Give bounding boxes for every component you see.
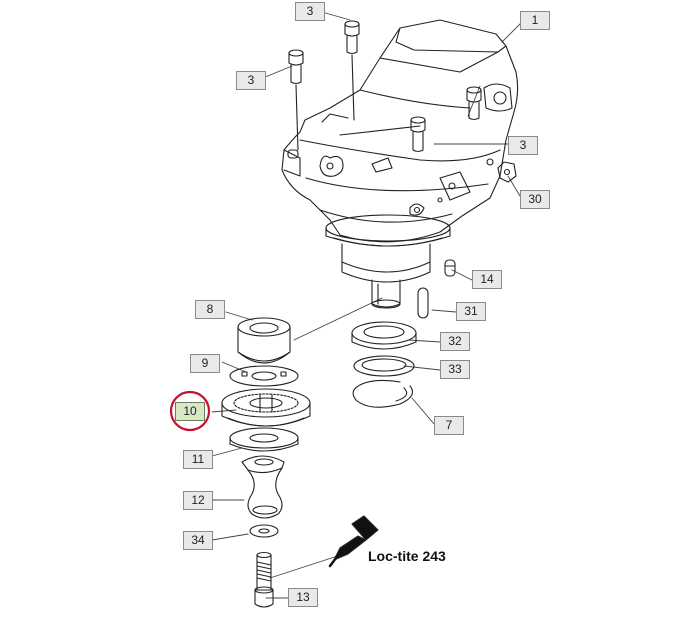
- callout-label: 30: [520, 190, 550, 209]
- callout-label: 12: [183, 491, 213, 510]
- callout-label: 3: [236, 71, 266, 90]
- callout-label: 33: [440, 360, 470, 379]
- housing-neck: [341, 243, 431, 283]
- cap-part-8: [237, 317, 291, 364]
- gasket-part-9: [229, 365, 299, 387]
- housing-body: [281, 19, 519, 243]
- callout-label: 11: [183, 450, 213, 469]
- leader-lines: [211, 11, 523, 599]
- screw-part-13: [254, 551, 274, 608]
- detent-plate-part-10: [221, 388, 311, 427]
- callout-label: 3: [508, 136, 538, 155]
- callout-label: 9: [190, 354, 220, 373]
- highlight-ring: [169, 390, 211, 432]
- plug-part-30: [497, 161, 517, 183]
- bolt-top-left: [288, 49, 304, 151]
- callout-label: 31: [456, 302, 486, 321]
- seal-part-32: [351, 321, 417, 350]
- washer-part-33: [353, 355, 415, 377]
- loctite-applicator-icon: [328, 515, 379, 568]
- key-part-31: [417, 287, 429, 319]
- callout-label: 3: [295, 2, 325, 21]
- lever-knob-part-12: [241, 455, 285, 519]
- callout-label: 32: [440, 332, 470, 351]
- callout-label-highlighted: 10: [175, 402, 205, 421]
- callout-label: 8: [195, 300, 225, 319]
- housing-flange: [325, 214, 451, 247]
- snap-ring-part-7: [352, 379, 413, 408]
- callout-label: 34: [183, 531, 213, 550]
- callout-label: 1: [520, 11, 550, 30]
- bolt-top-center: [344, 20, 360, 121]
- callout-label: 14: [472, 270, 502, 289]
- pin-part-14: [444, 259, 456, 277]
- washer-part-34: [249, 524, 279, 538]
- bolt-right: [466, 86, 482, 121]
- lower-plate-part-11: [229, 427, 299, 452]
- callout-label: 7: [434, 416, 464, 435]
- bolt-front: [410, 116, 426, 153]
- callout-label: 13: [288, 588, 318, 607]
- loctite-note: Loc-tite 243: [368, 548, 446, 564]
- output-shaft: [371, 279, 401, 309]
